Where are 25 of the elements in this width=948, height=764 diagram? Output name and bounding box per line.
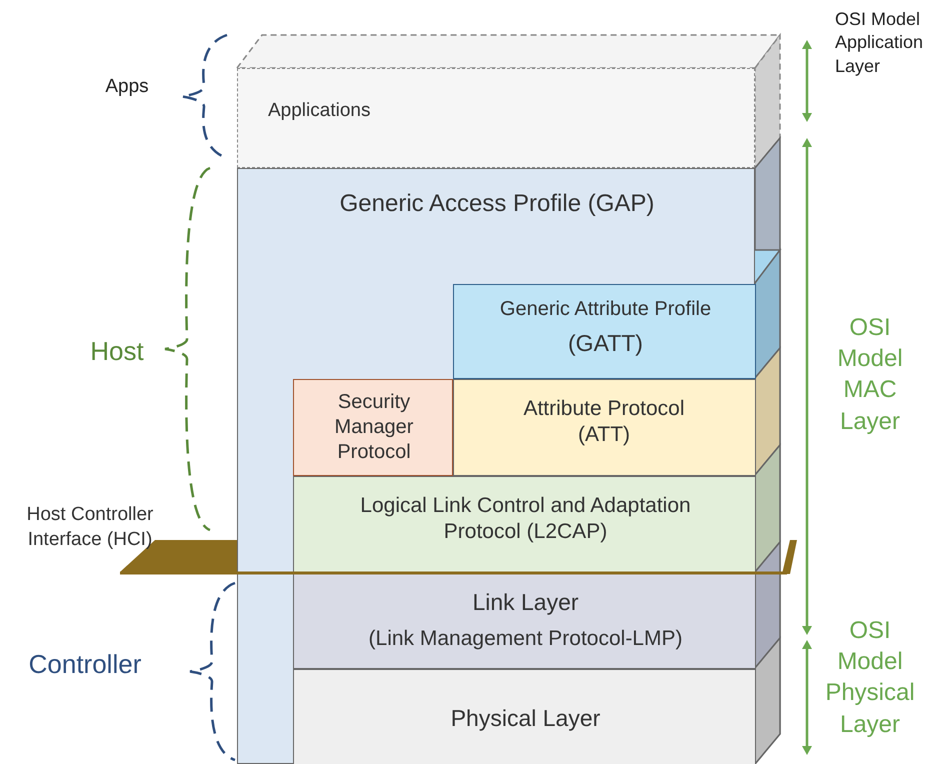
layer-box bbox=[293, 573, 756, 669]
layer-box bbox=[293, 476, 756, 573]
layer-panel bbox=[237, 168, 755, 764]
side-label: Controller bbox=[28, 648, 142, 681]
layer-box bbox=[453, 379, 756, 476]
layer-name: Attribute Protocol (ATT) bbox=[522, 396, 686, 448]
side-label: OSI Model MAC Layer bbox=[836, 313, 904, 437]
layer-name: Security Manager Protocol bbox=[334, 390, 414, 465]
layer-box bbox=[293, 379, 453, 476]
layer-name: Physical Layer bbox=[450, 704, 602, 733]
layer-name: Generic Attribute Profile bbox=[498, 297, 712, 322]
layer-box bbox=[453, 284, 756, 379]
side-label: OSI Model Physical Layer bbox=[824, 616, 916, 740]
side-label: Host Controller Interface (HCI) bbox=[26, 503, 154, 552]
layer-name: Logical Link Control and Adaptation Protocol (L2CAP) bbox=[359, 493, 692, 546]
side-label: Host bbox=[89, 335, 145, 368]
layer-box bbox=[293, 669, 756, 764]
layer-box bbox=[237, 68, 755, 168]
layer-name: Link Layer bbox=[471, 588, 580, 617]
layer-name: (GATT) bbox=[567, 329, 644, 358]
side-label: Apps bbox=[104, 75, 150, 99]
layer-name: (Link Management Protocol-LMP) bbox=[368, 626, 684, 652]
side-label: OSI Model Application Layer bbox=[835, 8, 924, 78]
layer-name: Applications bbox=[268, 99, 372, 123]
layer-name: Generic Access Profile (GAP) bbox=[338, 189, 656, 219]
